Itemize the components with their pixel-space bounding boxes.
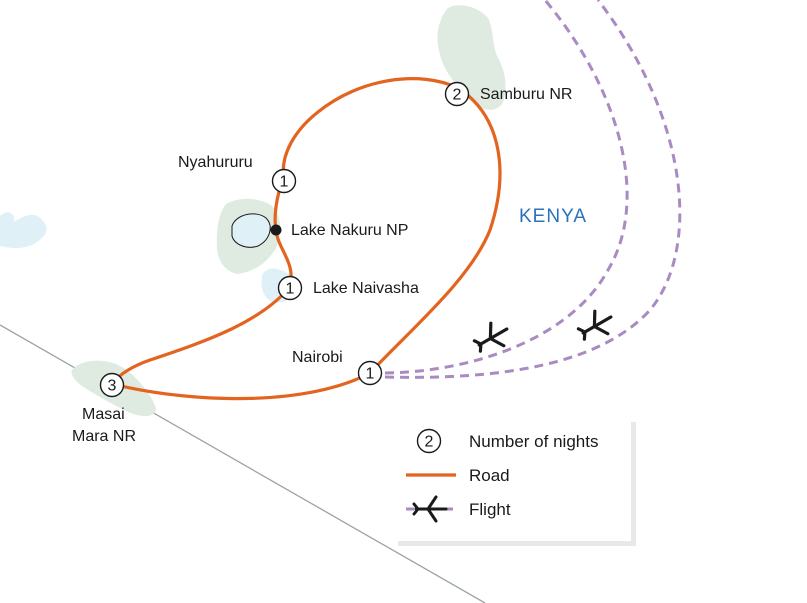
legend: 2 Number of nights Road Flight xyxy=(393,417,636,546)
circle-number-icon xyxy=(277,275,303,301)
lake-left xyxy=(0,212,47,248)
flight-route-inner xyxy=(384,0,629,375)
circle-number-icon xyxy=(357,360,383,386)
airplane-icon xyxy=(472,321,509,353)
nairobi-label: Nairobi xyxy=(292,349,343,366)
legend-flight-label: Flight xyxy=(469,500,511,519)
masai-mara-nights: 3 xyxy=(108,378,117,395)
stop-naivasha: 1 Lake Naivasha xyxy=(277,275,419,301)
naivasha-nights: 1 xyxy=(286,281,295,298)
naivasha-label: Lake Naivasha xyxy=(313,280,419,297)
nyahururu-label: Nyahururu xyxy=(178,154,253,171)
airplane-icon xyxy=(412,495,448,523)
circle-number-icon xyxy=(99,372,125,398)
masai-mara-label-line2: Mara NR xyxy=(72,428,136,445)
stop-nakuru: Lake Nakuru NP xyxy=(270,222,408,239)
nyahururu-nights: 1 xyxy=(280,174,289,191)
circle-number-icon xyxy=(416,428,442,454)
nairobi-nights: 1 xyxy=(366,366,375,383)
legend-nights-sample: 2 xyxy=(425,434,434,451)
filled-dot-icon xyxy=(270,224,282,236)
legend-road-label: Road xyxy=(469,466,510,485)
legend-nights-label: Number of nights xyxy=(469,432,598,451)
circle-number-icon xyxy=(271,168,297,194)
stop-masai-mara: 3 Masai Mara NR xyxy=(72,372,136,445)
flight-route-outer xyxy=(384,0,682,379)
stop-nairobi: 1 Nairobi xyxy=(292,349,383,386)
airplane-icon xyxy=(576,309,613,341)
samburu-label: Samburu NR xyxy=(480,86,572,103)
samburu-park-area xyxy=(437,5,506,110)
samburu-nights: 2 xyxy=(453,87,462,104)
stop-nyahururu: 1 Nyahururu xyxy=(178,154,297,194)
lake-nakuru xyxy=(231,213,271,248)
circle-number-icon xyxy=(444,81,470,107)
nakuru-label: Lake Nakuru NP xyxy=(291,222,408,239)
stop-samburu: 2 Samburu NR xyxy=(444,81,572,107)
masai-mara-label-line1: Masai xyxy=(82,406,125,423)
country-label: KENYA xyxy=(519,206,587,227)
